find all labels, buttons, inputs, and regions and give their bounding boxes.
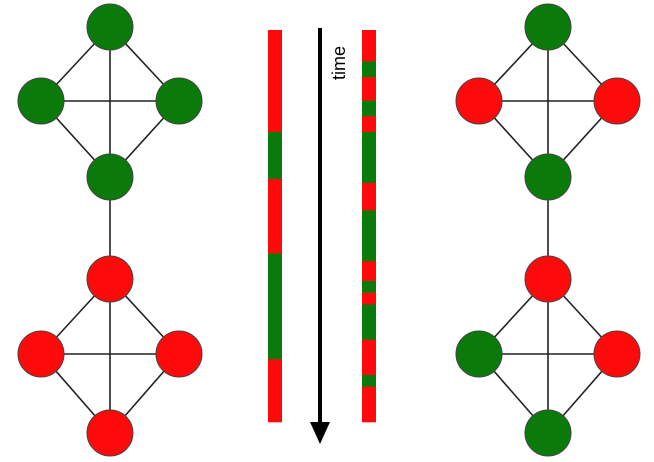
right-graph-node-7-green (524, 409, 572, 457)
time-label: time (329, 46, 349, 80)
right-bar-segment-12-red (362, 339, 376, 376)
right-bar-segment-14-red (362, 386, 376, 423)
left-graph-node-4-red (86, 255, 134, 303)
left-graph-node-2-green (155, 77, 203, 125)
right-graph-node-3-green (524, 153, 572, 201)
left-bar-segment-2-red (268, 178, 282, 254)
right-bar-segment-11-green (362, 304, 376, 340)
right-bar-segment-9-green (362, 280, 376, 293)
right-graph-node-0-green (524, 3, 572, 51)
right-bar-segment-10-red (362, 292, 376, 305)
right-bar-segment-1-green (362, 61, 376, 78)
time-arrow-head (310, 422, 330, 444)
left-bar-segment-1-green (268, 131, 282, 180)
right-bar-segment-2-red (362, 77, 376, 101)
right-graph-node-2-red (593, 77, 641, 125)
left-graph-node-6-red (155, 330, 203, 378)
right-bar-segment-13-green (362, 374, 376, 388)
left-bar-segment-3-green (268, 253, 282, 360)
nodes-layer (17, 3, 641, 457)
left-graph-node-1-green (17, 77, 65, 125)
left-graph-node-0-green (86, 3, 134, 51)
edges-layer (40, 26, 618, 434)
bars-layer (268, 30, 376, 423)
right-graph-node-4-red (524, 255, 572, 303)
time-arrow (310, 28, 330, 444)
left-graph-node-5-red (17, 330, 65, 378)
right-graph-node-6-red (593, 330, 641, 378)
left-graph-node-7-red (86, 409, 134, 457)
right-bar-segment-4-red (362, 116, 376, 133)
right-bar-segment-8-red (362, 261, 376, 282)
right-bar-segment-6-red (362, 182, 376, 211)
right-bar-segment-7-green (362, 210, 376, 262)
left-bar-segment-0-red (268, 30, 282, 133)
right-bar-segment-3-green (362, 100, 376, 117)
right-graph-node-1-red (455, 77, 503, 125)
right-bar-segment-5-green (362, 131, 376, 184)
right-bar-segment-0-red (362, 30, 376, 62)
right-graph-node-5-green (455, 330, 503, 378)
left-bar-segment-4-red (268, 359, 282, 423)
left-graph-node-3-green (86, 153, 134, 201)
